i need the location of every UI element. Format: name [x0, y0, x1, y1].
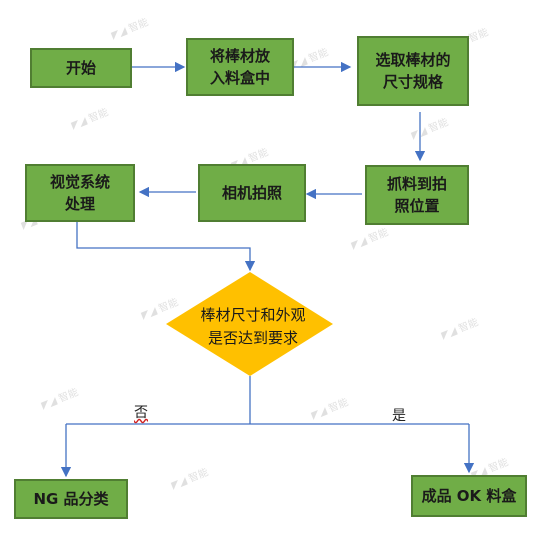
- node-camera-label: 相机拍照: [221, 183, 282, 202]
- arrow-vision-to-decision: [76, 222, 256, 272]
- decision-text: 棒材尺寸和外观 是否达到要求: [178, 304, 328, 349]
- decision-diamond: [166, 272, 333, 376]
- node-grab: 抓料到拍 照位置: [365, 165, 469, 225]
- node-vision: 视觉系统 处理: [25, 164, 135, 222]
- node-grab-line1: 抓料到拍: [386, 174, 447, 193]
- node-put-in: 将棒材放 入料盒中: [186, 38, 294, 96]
- edge-no-text: 否: [134, 405, 148, 421]
- node-select: 选取棒材的 尺寸规格: [357, 36, 469, 106]
- decision-line1: 棒材尺寸和外观: [200, 306, 306, 324]
- node-camera: 相机拍照: [198, 164, 306, 222]
- node-select-line1: 选取棒材的: [375, 50, 451, 69]
- edge-no-label: 否: [134, 402, 148, 422]
- node-ok-label: 成品 OK 料盒: [421, 486, 517, 505]
- edge-yes-text: 是: [392, 408, 406, 424]
- node-select-line2: 尺寸规格: [382, 73, 443, 91]
- node-vision-line1: 视觉系统: [49, 172, 110, 191]
- node-start-label: 开始: [65, 58, 96, 77]
- node-ok: 成品 OK 料盒: [411, 475, 527, 517]
- node-grab-line2: 照位置: [394, 197, 440, 215]
- node-ng: NG 品分类: [14, 479, 128, 519]
- node-put-in-line1: 将棒材放: [209, 46, 270, 65]
- node-start: 开始: [30, 48, 132, 88]
- node-vision-line2: 处理: [64, 195, 95, 213]
- decision-line2: 是否达到要求: [207, 328, 298, 347]
- node-ng-label: NG 品分类: [33, 489, 109, 508]
- node-put-in-line2: 入料盒中: [209, 69, 270, 87]
- edge-yes-label: 是: [392, 405, 406, 425]
